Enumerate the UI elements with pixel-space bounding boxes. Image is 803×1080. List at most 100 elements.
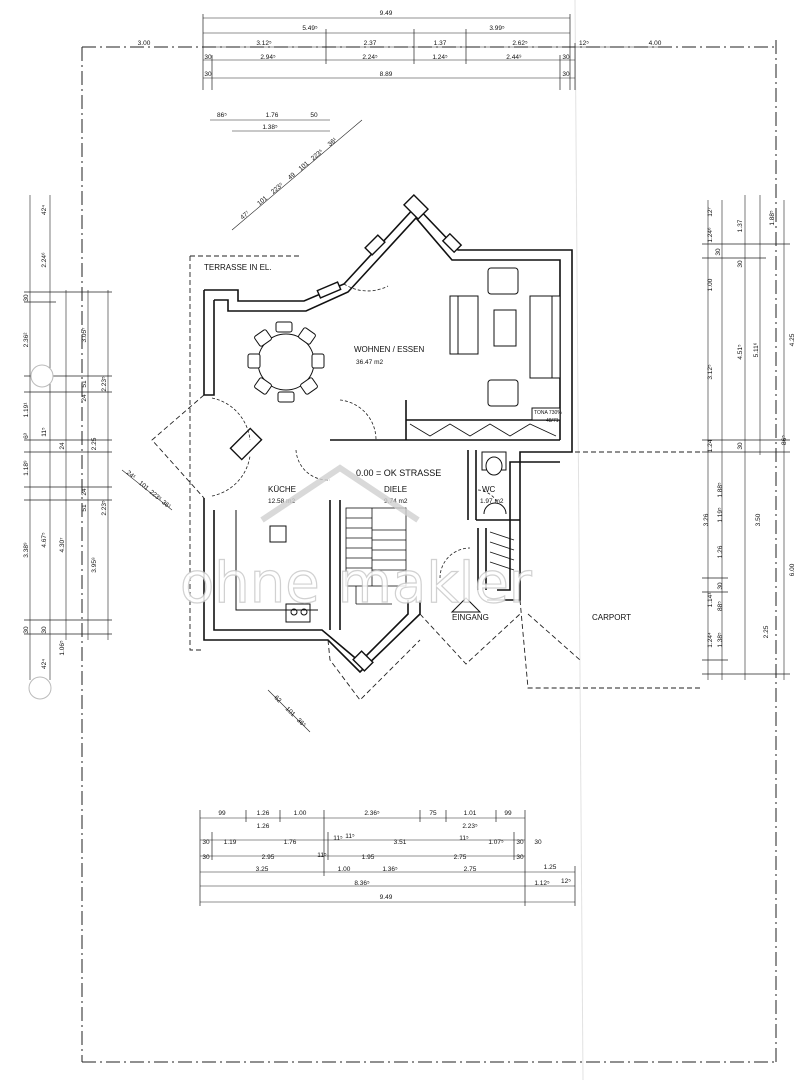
dim-bot-r2-0: 30 bbox=[202, 839, 210, 846]
dim-right-c2-1: 30 bbox=[737, 260, 744, 268]
dim-entry-diag-0: 62 bbox=[272, 694, 282, 704]
stove-label: TONA 730% bbox=[534, 410, 562, 416]
bottom-dimensions bbox=[199, 810, 576, 906]
dim-bot-r1-1: 1.26 bbox=[257, 810, 270, 817]
dim-left-m5: 51 bbox=[81, 504, 88, 512]
dim-top-r2-1: 2.94⁵ bbox=[260, 54, 276, 61]
dim-left-o7: 3.38⁹ bbox=[23, 542, 30, 558]
right-dimension-text: 1.24⁶ 12⁷ 30 1.00 3.12⁵ 1.24 1.88⁵ 1.19⁵… bbox=[703, 207, 796, 648]
dim-right-c1-6: 1.19⁵ bbox=[717, 507, 724, 523]
dim-left-o0: 42⁴ bbox=[41, 205, 48, 215]
bay-dimensions bbox=[210, 119, 363, 231]
staircase bbox=[345, 507, 407, 605]
dim-bot-r5-1: 1.12⁵ bbox=[534, 880, 550, 887]
dim-left-l0: 42⁴ bbox=[41, 659, 48, 669]
dim-top-r3-2: 30 bbox=[562, 71, 570, 78]
room-terrace-label: TERRASSE IN EL. bbox=[204, 263, 272, 272]
room-living-area: 36.47 m2 bbox=[356, 359, 383, 366]
dim-door-diag-3: 36¹ bbox=[160, 499, 172, 511]
dim-bot-r5-0: 8.36⁵ bbox=[354, 880, 370, 887]
room-wc-label: WC bbox=[482, 485, 496, 494]
dim-bot-r4-3: 1.36⁵ bbox=[382, 866, 398, 873]
house-logo-icon bbox=[260, 464, 420, 523]
left-dimension-text: 42⁴ 2.24⁶ 30 2.36² 1.19¹ 6³ 1.18⁹ 3.38⁹ … bbox=[23, 205, 108, 669]
dim-bot-r2-5: 3.51 bbox=[394, 839, 407, 846]
watermark-text: ohne makler bbox=[180, 551, 533, 616]
dim-top-overall: 9.49 bbox=[380, 10, 393, 17]
dim-bot-r3-0: 30 bbox=[202, 854, 210, 861]
dim-right-c1-3: 3.12⁵ bbox=[707, 364, 714, 380]
entrance-arrow-icon bbox=[450, 597, 482, 613]
room-living-label: WOHNEN / ESSEN bbox=[354, 345, 424, 354]
closet bbox=[489, 531, 515, 571]
dim-door-diag-0: 24¹ bbox=[125, 469, 137, 481]
room-hall-area: 9.74 m2 bbox=[384, 498, 408, 505]
dim-left-i2: 11⁵ bbox=[41, 427, 48, 437]
dim-top-r1-5: 12⁵ bbox=[579, 40, 589, 47]
door-diagonal-text: 24¹ 101 223⁵ 36¹ bbox=[125, 469, 173, 511]
dim-bot-r2-9: 30 bbox=[534, 839, 542, 846]
dim-bot-r3-2: 11⁵ bbox=[317, 852, 327, 859]
dim-bot-r5-2: 12⁵ bbox=[561, 878, 571, 885]
dim-right-c1-9: 88⁵ bbox=[717, 601, 724, 611]
entry-diagonal-text: 62 101 36⁵ bbox=[272, 694, 307, 729]
dim-right-c1-1: 30 bbox=[715, 248, 722, 256]
dim-right-c2-4: 3.26 bbox=[703, 513, 710, 526]
dim-top-r1-4: 2.62⁵ bbox=[512, 40, 528, 47]
dim-right-c4-1: 6.00 bbox=[789, 563, 796, 576]
dim-bot-r3-1: 2.95 bbox=[262, 854, 275, 861]
stove-size: 48/71 bbox=[546, 418, 559, 424]
dim-bot-overall: 9.49 bbox=[380, 894, 393, 901]
dim-top-r3-0: 30 bbox=[204, 71, 212, 78]
dim-bot-r1b-1: 2.23⁵ bbox=[462, 823, 478, 830]
dim-left-o3: 2.36² bbox=[23, 332, 30, 348]
dim-top-r1-1: 3.12⁵ bbox=[256, 40, 272, 47]
dim-left-o1: 2.24⁶ bbox=[41, 252, 48, 268]
dim-right-c4-0: 4.25 bbox=[789, 333, 796, 346]
dim-right-c1-12: 1.24⁴ bbox=[707, 632, 714, 648]
right-dimensions bbox=[702, 195, 790, 680]
dim-right-c2-2: 4.51⁵ bbox=[737, 344, 744, 360]
room-wc-area: 1.97 m2 bbox=[480, 498, 504, 505]
dim-left-m2: 24 bbox=[81, 394, 88, 402]
dim-top-r1-0: 3.00 bbox=[138, 40, 151, 47]
dim-bot-r2-3: 11⁵ bbox=[333, 835, 343, 842]
dim-bot-r4-0: 3.25 bbox=[256, 866, 269, 873]
dim-bay-1: 1.76 bbox=[266, 112, 279, 119]
dim-right-c1-7: 1.26 bbox=[717, 545, 724, 558]
dim-left-i3: 24 bbox=[59, 442, 66, 450]
kitchen-counter bbox=[235, 510, 318, 623]
dim-left-i0: 2.23⁵ bbox=[101, 376, 108, 392]
dim-top-r1-6: 4.00 bbox=[649, 40, 662, 47]
punch-hole-top bbox=[30, 364, 54, 388]
dim-bot-r1-4: 75 bbox=[429, 810, 437, 817]
dim-bay-diag-4: 101 bbox=[298, 160, 311, 173]
dim-top-r3-1: 8.89 bbox=[380, 71, 393, 78]
dim-top-a: 5.49⁵ bbox=[302, 25, 318, 32]
dim-bay-diag-6: 36¹ bbox=[327, 136, 339, 148]
door-swings bbox=[211, 283, 501, 579]
dim-right-c1-4: 1.24 bbox=[707, 439, 714, 452]
dim-bot-r2-6: 11⁵ bbox=[459, 835, 469, 842]
dim-bot-r4-2: 1.95 bbox=[362, 854, 375, 861]
dim-left-l2: 30 bbox=[41, 626, 48, 634]
dim-right-c2-0: 1.37 bbox=[737, 219, 744, 232]
dim-bot-r2-1: 1.19 bbox=[224, 839, 237, 846]
room-entrance-label: EINGANG bbox=[452, 613, 489, 622]
dim-right-c4-2: 2.25 bbox=[763, 625, 770, 638]
dim-bot-r1-6: 99 bbox=[504, 810, 512, 817]
dim-right-c3-1: 5.11⁶ bbox=[753, 342, 760, 357]
dim-bot-r1-0: 99 bbox=[218, 810, 226, 817]
dim-bay-diag-3: 49 bbox=[287, 171, 297, 181]
dim-right-c1-11: 1.38⁵ bbox=[717, 632, 724, 648]
dim-left-o6: 1.18⁹ bbox=[23, 460, 30, 476]
dim-left-o2: 30 bbox=[23, 294, 30, 302]
dim-bot-r1-2: 1.00 bbox=[294, 810, 307, 817]
dim-bay-3: 1.38⁵ bbox=[262, 124, 278, 131]
dim-bot-r1-5: 1.01 bbox=[464, 810, 477, 817]
room-carport-label: CARPORT bbox=[592, 613, 631, 622]
punch-hole-bottom bbox=[28, 676, 52, 700]
dim-left-i1: 2.23⁵ bbox=[101, 500, 108, 516]
dim-left-m4: 24 bbox=[81, 488, 88, 496]
